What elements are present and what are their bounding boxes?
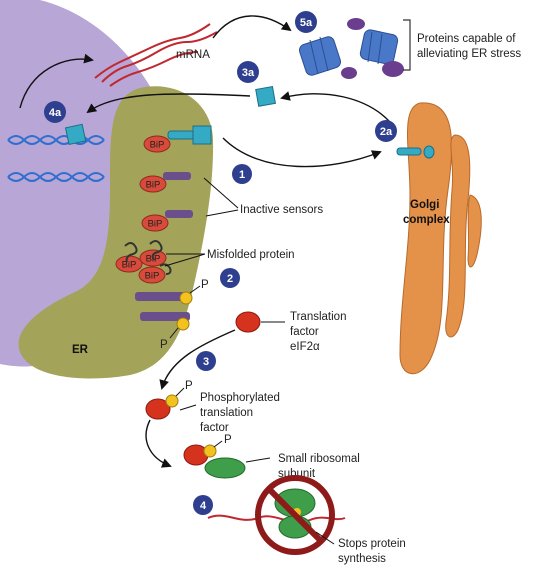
step-4a-text: 4a xyxy=(49,107,62,119)
step-badge-2a: 2a xyxy=(375,120,397,142)
stalled-mrna xyxy=(207,514,346,524)
endoplasmic-reticulum xyxy=(18,86,214,379)
step-badge-2: 2 xyxy=(220,268,240,288)
misfolded-protein-label: Misfolded protein xyxy=(207,249,295,261)
phosphate-label-4: P xyxy=(224,434,232,446)
stop-sign-ring xyxy=(255,475,335,555)
golgi-sensor-head xyxy=(423,145,435,159)
bip-text-2: BiP xyxy=(146,180,161,191)
arrow-mrna-to-proteins xyxy=(212,15,292,39)
bip-text-3: BiP xyxy=(148,219,163,230)
translation-label-line1: Translation xyxy=(290,311,346,323)
proteins-label-line2: alleviating ER stress xyxy=(417,48,521,60)
phospho-label-line3: factor xyxy=(200,422,229,434)
golgi-sensor xyxy=(396,147,422,156)
golgi-complex xyxy=(399,102,482,375)
arrow-er-to-golgi xyxy=(222,137,382,168)
step-3a-text: 3a xyxy=(242,67,255,79)
bip-text-1: BiP xyxy=(150,140,165,151)
bip-bound-sensor-bip xyxy=(143,135,171,153)
bip-text-6: BiP xyxy=(145,271,160,282)
mrna-strands xyxy=(94,23,218,87)
mrna-label: mRNA xyxy=(176,49,210,61)
bip-text-4: BiP xyxy=(122,260,137,271)
transcription-factor-on-dna xyxy=(64,123,87,146)
phospho-label-line1: Phosphorylated xyxy=(200,392,280,404)
arrow-factor-to-nucleus xyxy=(86,93,251,114)
er-label: ER xyxy=(72,344,89,356)
proteins-label-line1: Proteins capable of xyxy=(417,33,516,45)
step-2a-text: 2a xyxy=(380,126,393,138)
step-badge-3: 3 xyxy=(196,351,216,371)
golgi-label-line1: Golgi xyxy=(410,199,439,211)
bound-factor-phosphate xyxy=(203,444,217,458)
stops-label-line1: Stops protein xyxy=(338,538,406,550)
translation-label-line2: factor xyxy=(290,326,319,338)
translation-factor-eif2a xyxy=(235,311,261,333)
small-ribosomal-subunit xyxy=(204,457,246,479)
protein-group-bracket xyxy=(403,19,411,71)
cyan-sensor-domain xyxy=(192,125,212,145)
ribosome-label-line1: Small ribosomal xyxy=(278,453,360,465)
golgi-label-line2: complex xyxy=(403,214,450,226)
translation-label-line3: eIF2α xyxy=(290,341,320,353)
stress-relief-proteins xyxy=(298,18,404,79)
step-badge-1: 1 xyxy=(232,164,252,184)
arrow-phosphorylation xyxy=(159,329,236,390)
dna-helix-upper xyxy=(7,135,105,145)
step-4-text: 4 xyxy=(200,500,207,512)
phosphate-label-3: P xyxy=(185,380,193,392)
step-3-text: 3 xyxy=(203,356,209,368)
released-transcription-factor xyxy=(255,85,277,107)
step-5a-text: 5a xyxy=(300,17,313,29)
cyan-sensor-arm xyxy=(167,130,195,140)
phospho-label-line2: translation xyxy=(200,407,253,419)
step-2-text: 2 xyxy=(227,273,233,285)
step-badge-4: 4 xyxy=(193,495,213,515)
inactive-sensors-label: Inactive sensors xyxy=(240,204,323,216)
phosphate-label-1: P xyxy=(201,279,209,291)
stops-label-line2: synthesis xyxy=(338,553,386,565)
phosphorylated-factor-phosphate xyxy=(165,394,179,408)
misfolded-proteins: BiP BiP BiP xyxy=(115,240,172,284)
step-badge-5a: 5a xyxy=(295,11,317,33)
stop-sign-slash xyxy=(266,486,324,544)
inactive-sensor-1: BiP xyxy=(139,168,198,193)
phosphate-label-2: P xyxy=(160,339,168,351)
dna-helix-lower xyxy=(7,172,105,182)
activated-sensor-dimer xyxy=(135,290,198,331)
arrow-to-ribosome xyxy=(145,419,172,468)
step-badge-4a: 4a xyxy=(44,101,66,123)
arrow-nucleus-to-mrna xyxy=(19,53,94,109)
step-badge-3a: 3a xyxy=(237,61,259,83)
arrow-golgi-to-factor xyxy=(280,91,396,129)
phosphorylated-factor xyxy=(145,398,171,420)
inactive-sensor-2: BiP xyxy=(141,206,200,232)
step-1-text: 1 xyxy=(239,169,245,181)
